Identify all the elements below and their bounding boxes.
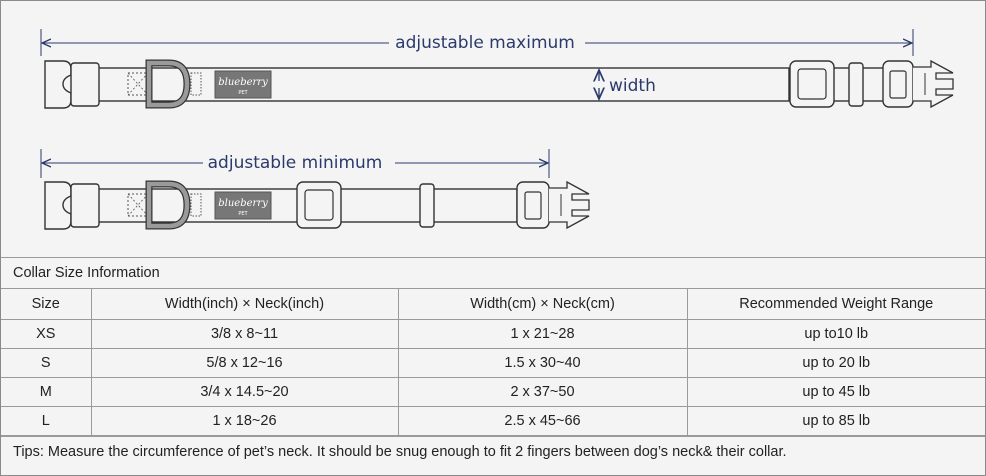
cell-size: S xyxy=(1,348,92,378)
size-info-section: Collar Size Information Size Width(inch)… xyxy=(1,257,985,467)
max-stitch-box xyxy=(127,72,149,96)
cell-weight: up to 20 lb xyxy=(686,348,985,378)
min-female-buckle xyxy=(44,181,72,230)
header-size: Size xyxy=(1,288,92,320)
table-row: S 5/8 x 12~16 1.5 x 30~40 up to 20 lb xyxy=(1,348,985,378)
cell-inch: 3/4 x 14.5~20 xyxy=(90,377,399,407)
collar-diagram: adjustable maximum blueberry PET width xyxy=(40,29,954,230)
cell-cm: 2.5 x 45~66 xyxy=(397,406,688,436)
table-header-row: Size Width(inch) × Neck(inch) Width(cm) … xyxy=(1,288,985,320)
min-brand-tag xyxy=(214,191,272,220)
header-width-neck-cm: Width(cm) × Neck(cm) xyxy=(397,288,688,320)
header-width-neck-inch: Width(inch) × Neck(inch) xyxy=(90,288,399,320)
max-brand-name: blueberry xyxy=(218,77,268,88)
size-table: Size Width(inch) × Neck(inch) Width(cm) … xyxy=(1,288,985,436)
table-row: L 1 x 18~26 2.5 x 45~66 up to 85 lb xyxy=(1,406,985,436)
max-brand-sub: PET xyxy=(238,90,248,96)
min-brand-sub: PET xyxy=(238,211,248,217)
cell-weight: up to 45 lb xyxy=(686,377,985,407)
header-weight-range: Recommended Weight Range xyxy=(686,288,985,320)
tips-text: Tips: Measure the circumference of pet’s… xyxy=(1,436,985,467)
min-brand-name: blueberry xyxy=(218,198,268,209)
collar-minimum: adjustable minimum blueberry PET xyxy=(40,149,590,230)
max-female-buckle xyxy=(44,60,72,109)
table-row: M 3/4 x 14.5~20 2 x 37~50 up to 45 lb xyxy=(1,377,985,407)
cell-inch: 5/8 x 12~16 xyxy=(90,348,399,378)
cell-inch: 3/8 x 8~11 xyxy=(90,319,399,349)
cell-inch: 1 x 18~26 xyxy=(90,406,399,436)
cell-weight: up to 85 lb xyxy=(686,406,985,436)
collar-maximum: adjustable maximum blueberry PET width xyxy=(40,29,954,109)
min-stitch-box xyxy=(127,193,149,217)
cell-cm: 2 x 37~50 xyxy=(397,377,688,407)
table-row: XS 3/8 x 8~11 1 x 21~28 up to10 lb xyxy=(1,319,985,349)
width-label: width xyxy=(609,76,656,96)
cell-cm: 1.5 x 30~40 xyxy=(397,348,688,378)
cell-cm: 1 x 21~28 xyxy=(397,319,688,349)
size-table-caption: Collar Size Information xyxy=(1,257,985,288)
min-keeper-loop xyxy=(419,183,435,228)
adjustable-maximum-label: adjustable maximum xyxy=(395,33,575,53)
cell-size: L xyxy=(1,406,92,436)
cell-weight: up to10 lb xyxy=(686,319,985,349)
max-brand-tag xyxy=(214,70,272,99)
cell-size: M xyxy=(1,377,92,407)
max-keeper-loop xyxy=(848,62,864,107)
cell-size: XS xyxy=(1,319,92,349)
adjustable-minimum-label: adjustable minimum xyxy=(208,153,383,173)
